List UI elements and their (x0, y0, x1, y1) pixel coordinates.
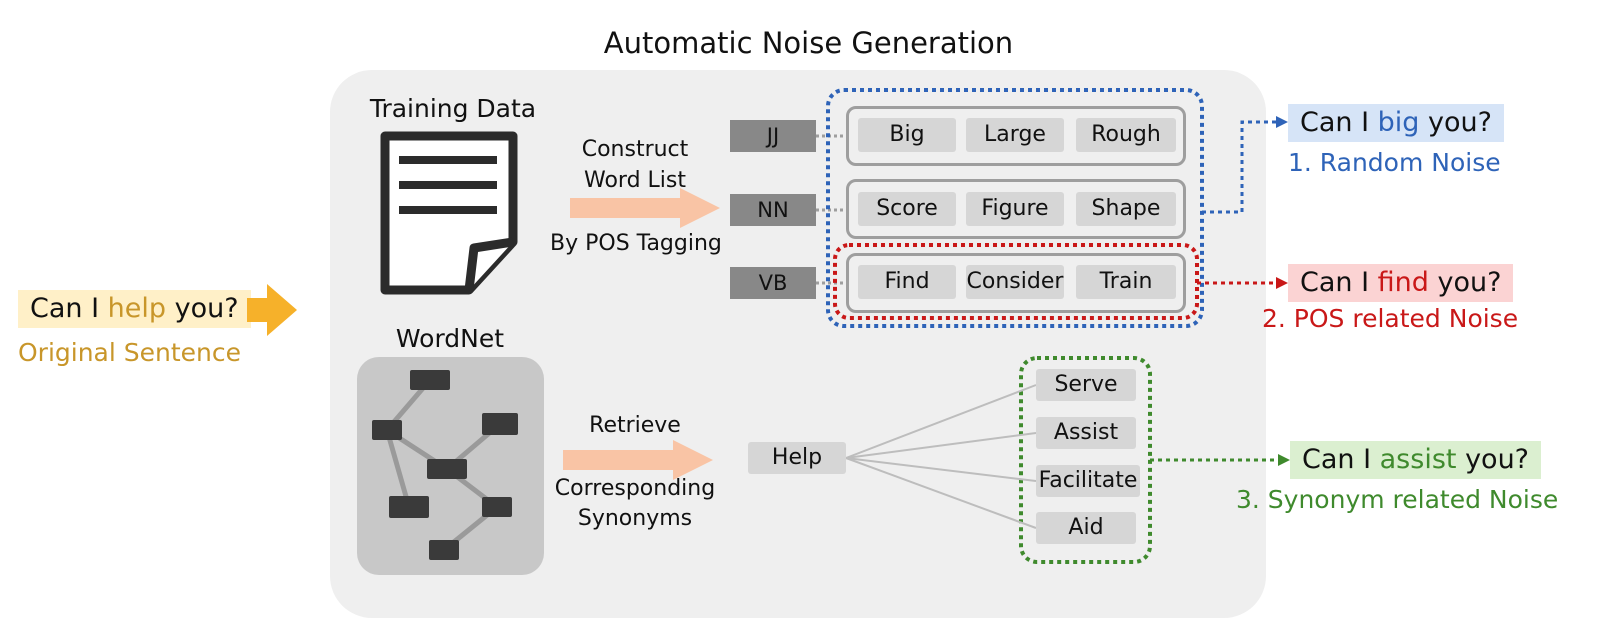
random-noise-arrow-icon (1202, 116, 1288, 214)
retrieve-label: Retrieve (589, 413, 681, 438)
synonym-noise-arrow-icon (1150, 454, 1290, 466)
word-rough: Rough (1076, 118, 1176, 152)
random-noise-sentence: Can I big you? (1288, 104, 1504, 142)
synonym-noise-before: Can I (1302, 444, 1380, 475)
word-figure: Figure (966, 192, 1064, 226)
pos-noise-word: find (1377, 267, 1429, 298)
wordnet-title: WordNet (395, 324, 505, 353)
pos-tag-vb: VB (730, 267, 816, 299)
word-train: Train (1076, 265, 1176, 299)
word-list-label: Word List (584, 168, 686, 193)
pos-tag-jj: JJ (730, 120, 816, 152)
random-noise-before: Can I (1300, 107, 1378, 138)
synonym-noise-after: you? (1456, 444, 1530, 475)
original-sentence-caption: Original Sentence (18, 338, 242, 367)
construct-arrow-icon (570, 188, 720, 228)
input-arrow-icon (247, 284, 297, 336)
pos-noise-before: Can I (1300, 267, 1378, 298)
word-group-jj (846, 106, 1186, 166)
construct-label: Construct (581, 137, 689, 162)
word-find: Find (858, 265, 956, 299)
word-big: Big (858, 118, 956, 152)
pos-tag-nn: NN (730, 194, 816, 226)
pos-tagging-label: By POS Tagging (550, 231, 722, 256)
synonym-serve: Serve (1036, 369, 1136, 401)
word-shape: Shape (1076, 192, 1176, 226)
random-noise-word: big (1377, 107, 1420, 138)
training-data-title: Training Data (369, 94, 537, 123)
original-sentence-before: Can I (30, 293, 108, 324)
pos-noise-arrow-icon (1197, 277, 1288, 289)
synonym-noise-caption: 3. Synonym related Noise (1236, 485, 1559, 514)
query-word-help: Help (748, 442, 846, 474)
word-score: Score (858, 192, 956, 226)
pos-noise-sentence: Can I find you? (1288, 264, 1514, 302)
original-sentence-word: help (107, 293, 167, 324)
word-large: Large (966, 118, 1064, 152)
wordnet-graph-icon (357, 357, 544, 575)
random-noise-after: you? (1419, 107, 1492, 138)
document-icon (380, 131, 518, 295)
word-group-vb (846, 253, 1186, 313)
synonym-noise-word: assist (1379, 444, 1457, 475)
synonym-assist: Assist (1036, 417, 1136, 449)
pos-noise-caption: 2. POS related Noise (1262, 304, 1519, 333)
corresponding-label: Corresponding (554, 476, 716, 501)
random-noise-caption: 1. Random Noise (1288, 148, 1501, 177)
synonym-facilitate: Facilitate (1036, 465, 1140, 497)
synonym-aid: Aid (1036, 512, 1136, 544)
retrieve-arrow-icon (563, 440, 713, 480)
original-sentence-after: you? (166, 293, 239, 324)
pos-noise-after: you? (1428, 267, 1502, 298)
word-group-nn (846, 179, 1186, 239)
word-consider: Consider (966, 265, 1064, 299)
synonym-noise-sentence: Can I assist you? (1290, 441, 1542, 479)
diagram-title: Automatic Noise Generation (603, 26, 1014, 60)
original-sentence: Can I help you? (18, 290, 251, 328)
synonyms-label: Synonyms (577, 506, 693, 531)
